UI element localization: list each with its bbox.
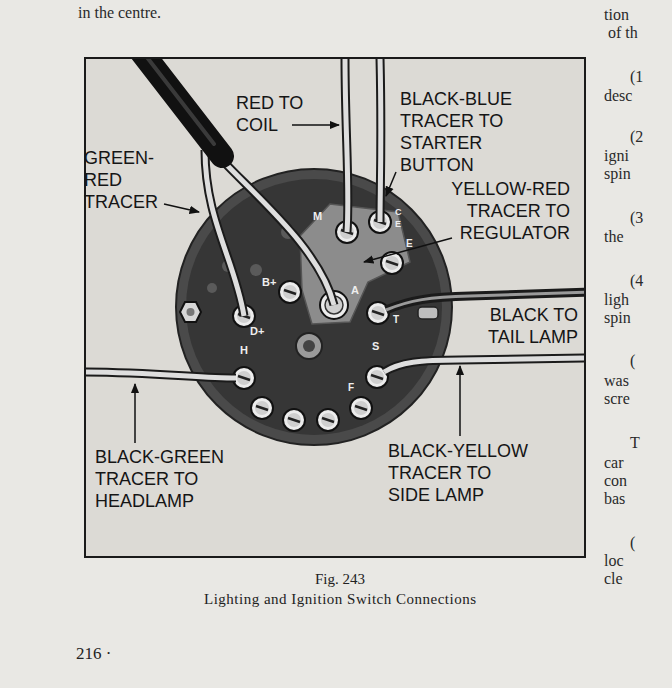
terminal-letter: D+ [250,325,264,338]
page-text: spin [604,163,631,185]
cable [146,59,214,144]
terminal-screw [233,367,255,389]
page-text: (3 [630,207,643,229]
terminal-screw [381,252,403,274]
wire [86,372,236,378]
page-text: ( [630,532,635,554]
terminal-screw [350,397,372,419]
wire-callout: BLACK-BLUE TRACER TO STARTER BUTTON [400,88,514,176]
wire-callout: BLACK-GREEN TRACER TO HEADLAMP [95,446,225,512]
page-number: 216 · [76,643,111,665]
page-text: tion [604,4,629,26]
page-text: (1 [630,66,643,88]
terminal-letter: S [372,340,379,353]
figure-frame [85,58,585,557]
page-text: (4 [630,270,643,292]
leader-line [134,384,136,443]
terminal-letter: C [395,207,402,218]
wire [86,372,236,378]
wire-callout: YELLOW-RED TRACER TO REGULATOR [450,178,570,244]
leader-line [386,172,396,196]
wire [384,358,584,372]
cable [140,59,222,156]
hex-nut [180,302,201,322]
terminal-screw [279,281,301,303]
page-text: igni [604,145,629,167]
terminal-letter: M [313,210,322,223]
terminal-letter: B+ [262,276,276,289]
page-text: was [604,370,629,392]
wire [222,160,334,305]
figure-number: Fig. 243 [315,568,365,590]
page-text: con [604,470,627,492]
page-text: ligh [604,289,629,311]
page-text: spin [604,307,631,329]
page-text: T [630,432,640,454]
centre-nut [296,333,322,359]
page-text: in the centre. [78,2,161,24]
wires [86,59,584,378]
leader-line [292,124,339,126]
terminal-letter: A [351,284,359,297]
wire [384,358,584,372]
switch-knob [418,307,438,319]
terminal-letter: H [240,344,248,357]
terminal-screw [283,409,305,431]
leader-line [459,366,461,436]
figure-caption: Lighting and Ignition Switch Connections [204,588,476,610]
page-text: ( [630,350,635,372]
page-text: desc [604,85,632,107]
terminal-screw [317,409,339,431]
leader-line [164,204,199,212]
wire [378,59,384,222]
page-text: (2 [630,126,643,148]
page-text: scre [604,388,630,410]
page-text: loc [604,550,624,572]
rivet [207,283,217,293]
terminal-letter: E [406,238,413,250]
hex-nut [187,308,195,316]
page-text: bas [604,488,625,510]
wire [345,59,348,232]
terminal-letter: E [395,219,401,230]
illustration [86,59,584,445]
terminal-letter: F [348,382,354,394]
leader-line [364,238,452,262]
terminal-screw [251,397,273,419]
wire [345,59,348,232]
rivet [250,264,262,276]
wire-callout: RED TO COIL [236,92,304,136]
page-text: of th [608,22,638,44]
page-text: the [604,226,624,248]
wire-callout: GREEN-RED TRACER [84,147,104,213]
page-text: cle [604,568,623,590]
wire [376,59,386,222]
page-text: car [604,452,624,474]
terminal-letter: T [393,314,399,326]
centre-nut [303,340,315,352]
wire-callout: BLACK TO TAIL LAMP [486,304,578,348]
wire [222,160,334,305]
wire-callout: BLACK-YELLOW TRACER TO SIDE LAMP [388,440,530,506]
